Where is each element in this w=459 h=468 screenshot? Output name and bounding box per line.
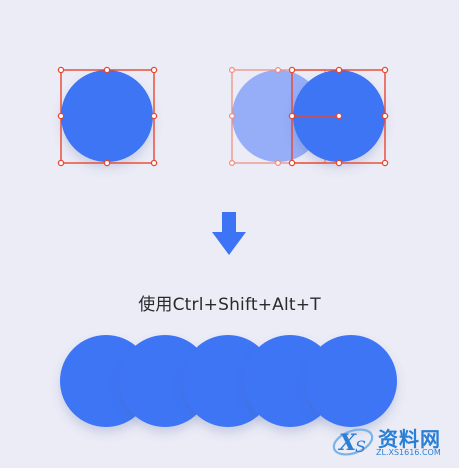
selection-handles[interactable] [57,66,158,167]
svg-text:S: S [355,437,366,456]
xs-logo-icon: X S [332,428,374,456]
watermark: X S 资料网 ZL.XS1616.COM [330,420,455,464]
watermark-url: ZL.XS1616.COM [376,448,441,457]
selected-circle-left[interactable] [57,66,158,167]
repeat-circle-2[interactable] [119,335,211,427]
arrow-down-icon [212,212,246,255]
repeated-circles-row [60,335,397,427]
moved-handles[interactable] [288,66,389,167]
blue-circle[interactable] [61,70,153,162]
duplicate-move-demo [229,66,389,167]
ghost-handles [229,66,282,167]
watermark-title: 资料网 [378,427,441,451]
svg-text:X: X [337,430,357,456]
shortcut-instruction: 使用Ctrl+Shift+Alt+T [138,295,321,315]
repeat-circle-5[interactable] [305,335,397,427]
